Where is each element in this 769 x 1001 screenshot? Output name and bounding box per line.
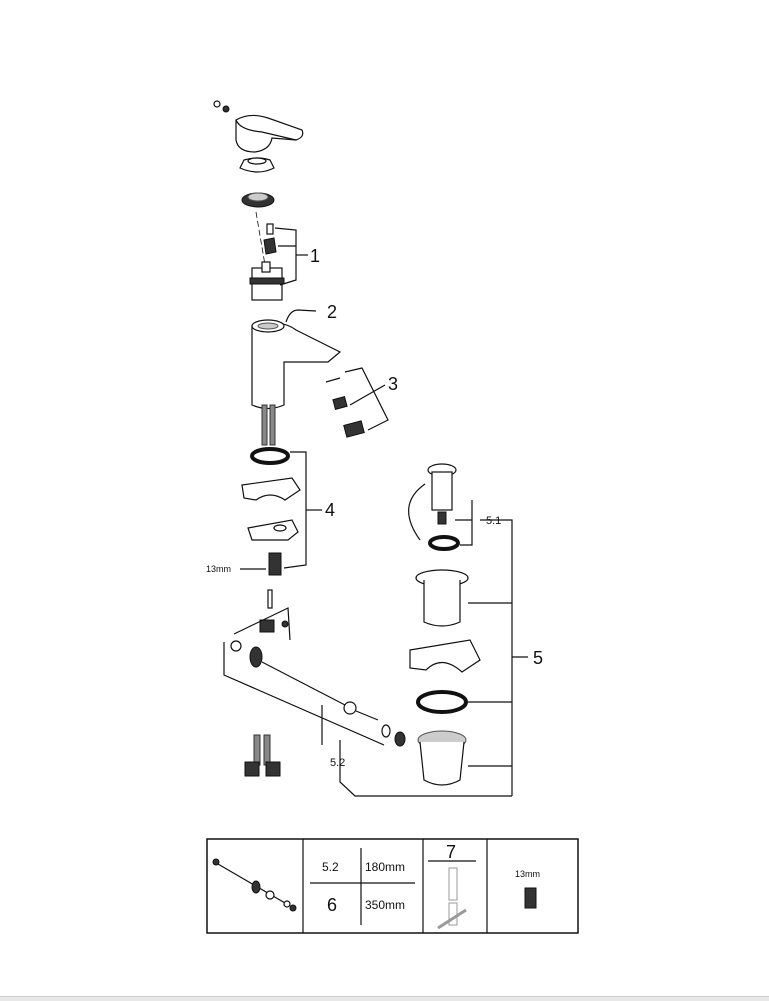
mounting-parts-4 bbox=[240, 447, 322, 576]
table-length-6: 350mm bbox=[365, 898, 405, 912]
callout-3: 3 bbox=[388, 374, 398, 394]
hose-left bbox=[261, 404, 268, 446]
bottom-divider bbox=[0, 996, 769, 1001]
hose-right bbox=[269, 404, 276, 446]
tool-7-thumbnail bbox=[437, 867, 467, 930]
socket-thumbnail bbox=[524, 887, 537, 909]
cover-cap bbox=[239, 157, 275, 173]
lever-handle bbox=[213, 100, 304, 153]
faucet-body bbox=[251, 309, 342, 446]
aerator-parts-3 bbox=[325, 367, 389, 438]
table-part-7: 7 bbox=[446, 842, 456, 862]
callout-5-1: 5.1 bbox=[486, 515, 501, 527]
drain-assembly-5 bbox=[408, 463, 528, 796]
cartridge-part-1 bbox=[249, 223, 285, 301]
table-socket-size: 13mm bbox=[515, 869, 540, 879]
callout-5-2: 5.2 bbox=[330, 757, 345, 769]
spare-parts-table bbox=[206, 838, 579, 934]
callout-2: 2 bbox=[327, 302, 337, 322]
table-part-6: 6 bbox=[327, 895, 337, 915]
callout-4: 4 bbox=[325, 500, 335, 520]
axis-line bbox=[255, 211, 266, 266]
table-part-5-2: 5.2 bbox=[322, 860, 339, 874]
hoses-part-6 bbox=[244, 734, 281, 777]
rod-thumbnail bbox=[212, 858, 297, 912]
lift-rod-assembly bbox=[223, 589, 512, 797]
table-length-5-2: 180mm bbox=[365, 860, 405, 874]
wrench-size-label: 13mm bbox=[206, 564, 231, 574]
callout-5: 5 bbox=[533, 648, 543, 668]
callout-1: 1 bbox=[310, 246, 320, 266]
nut-ring bbox=[241, 192, 275, 208]
